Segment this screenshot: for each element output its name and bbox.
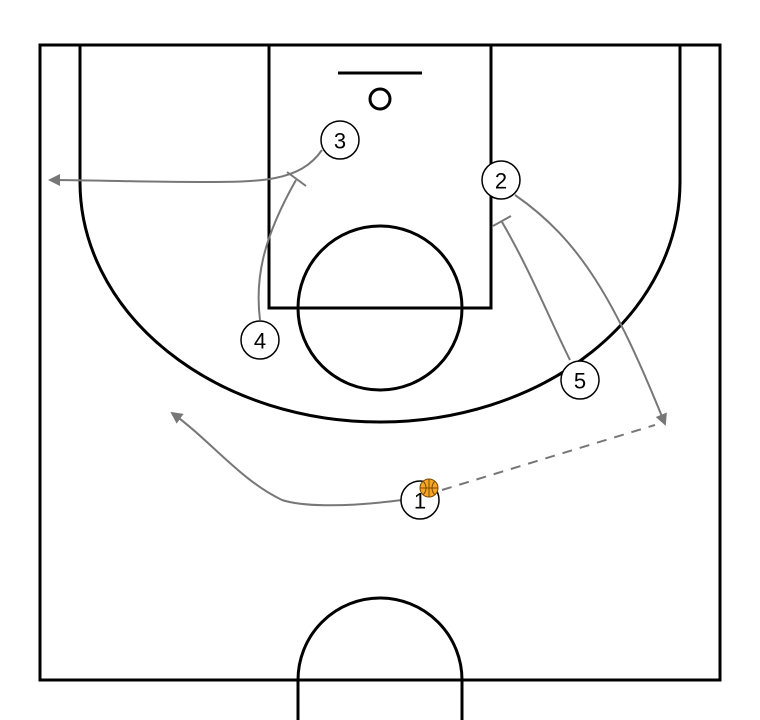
basketball-icon <box>419 478 439 498</box>
screen-path-player-5 <box>501 221 571 361</box>
player-2: 2 <box>481 160 521 200</box>
screen-bar-player-4 <box>286 171 307 187</box>
player-2-marker <box>481 160 521 200</box>
player-4: 4 <box>240 320 280 360</box>
screen-bar-player-5 <box>492 215 512 227</box>
court-boundary <box>38 43 722 682</box>
cut-path-player-2 <box>514 194 667 426</box>
player-5-label: 5 <box>574 369 586 394</box>
player-4-label: 4 <box>254 329 266 354</box>
players: 1 2 3 4 5 <box>240 120 600 520</box>
free-throw-circle <box>296 224 464 392</box>
movement-lines <box>48 149 667 507</box>
player-4-marker <box>240 320 280 360</box>
three-point-line <box>78 45 682 424</box>
player-3-marker <box>320 120 360 160</box>
player-1: 1 <box>400 478 440 520</box>
pass-path-player-1 <box>441 424 656 491</box>
screen-path-player-4 <box>257 179 297 321</box>
player-5-marker <box>560 360 600 400</box>
dribble-path-player-1 <box>170 411 403 507</box>
cut-path-player-3 <box>48 149 323 187</box>
player-5: 5 <box>560 360 600 400</box>
player-2-label: 2 <box>495 169 507 194</box>
paint-lane <box>267 43 493 310</box>
court-lines <box>38 43 722 720</box>
player-3-label: 3 <box>334 129 346 154</box>
player-3: 3 <box>320 120 360 160</box>
center-circle <box>296 596 464 720</box>
basket-rim <box>368 87 392 111</box>
